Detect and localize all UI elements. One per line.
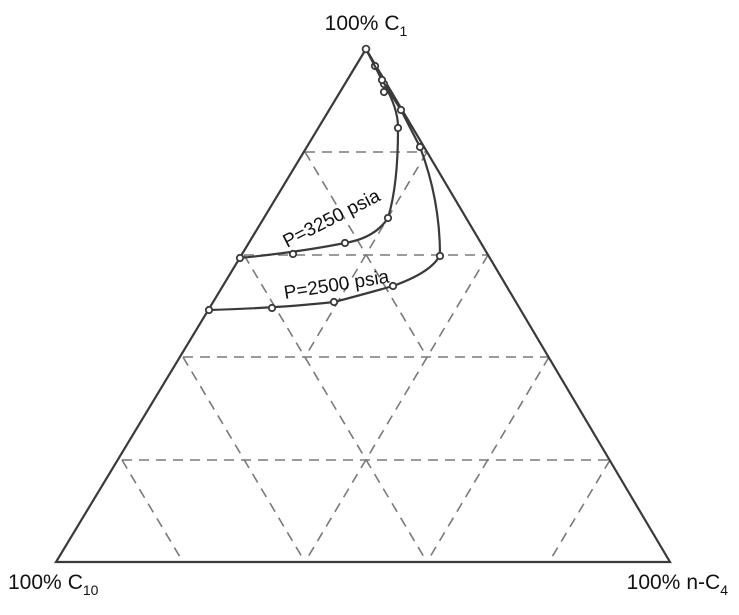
vertex-top-percent: 100% (325, 12, 379, 35)
vertex-right-subscript: 4 (720, 582, 728, 598)
grid-line-r3 (182, 356, 306, 563)
envelope-2500-curve (208, 48, 442, 312)
envelope-2500-point (435, 251, 445, 261)
envelope-2500-point (329, 297, 339, 307)
grid-line-l4 (548, 459, 611, 563)
envelope-2500-label: P=2500 psia (282, 267, 391, 304)
envelope-2500-point (204, 305, 214, 315)
grid (121, 151, 611, 563)
envelope-3250-point (235, 253, 245, 263)
vertex-top-component: C (384, 12, 399, 35)
grid-line-l3 (426, 356, 550, 563)
vertex-top-subscript: 1 (400, 23, 408, 39)
vertex-right-percent: 100% (627, 571, 681, 594)
envelope-3250-point (383, 213, 393, 223)
grid-line-r4 (121, 459, 184, 563)
envelope-2500-point (377, 75, 387, 85)
vertex-left-percent: 100% (8, 571, 62, 594)
envelope-2500-point (415, 142, 425, 152)
envelope-2500-point (396, 105, 406, 115)
vertex-right-component: n-C (686, 571, 720, 594)
triangle-frame (54, 46, 672, 564)
envelope-3250-label: P=3250 psia (280, 185, 385, 252)
vertex-label-right: 100%n-C4 (627, 571, 729, 598)
envelope-2500-point (267, 303, 277, 313)
vertex-left-subscript: 10 (83, 582, 99, 598)
vertex-left-component: C (68, 571, 83, 594)
vertex-label-top: 100%C1 (325, 12, 408, 39)
envelope-2500: P=2500 psia (204, 44, 445, 315)
grid-line-l2 (304, 254, 489, 563)
envelope-3250-point (379, 87, 389, 97)
vertex-label-left: 100% C10 (8, 571, 99, 598)
envelope-2500-point (361, 44, 371, 54)
envelope-3250: P=3250 psia (235, 48, 403, 263)
envelope-3250-point (340, 238, 350, 248)
envelope-2500-point (388, 281, 398, 291)
envelope-3250-point (288, 249, 298, 259)
grid-line-l1 (304, 151, 428, 358)
envelope-3250-point (393, 123, 403, 133)
